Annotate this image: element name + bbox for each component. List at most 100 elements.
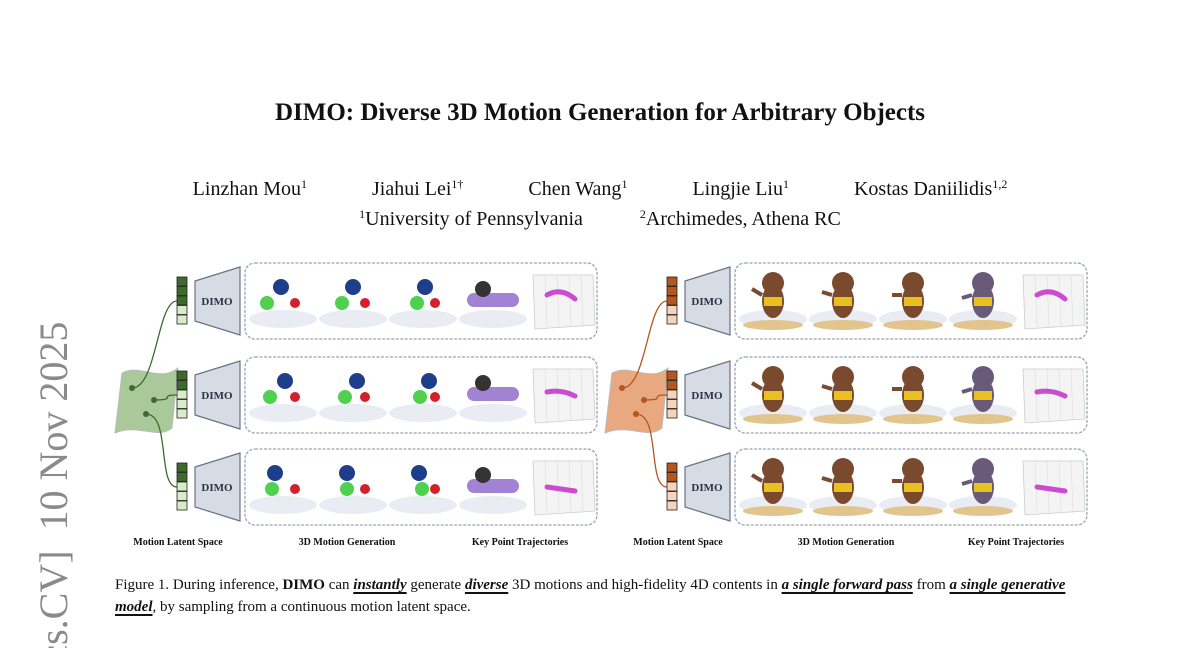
- latent-vector-cell: [176, 500, 188, 511]
- author-sup: 1,2: [992, 177, 1008, 191]
- latent-sample-point: [619, 385, 625, 391]
- author-name: Chen Wang: [528, 178, 622, 200]
- latent-vector-cell: [666, 500, 678, 511]
- latent-vector-cell: [666, 305, 678, 315]
- plot-gridline: [1034, 368, 1038, 422]
- latent-vector-cell: [666, 314, 678, 325]
- surfboard: [743, 320, 803, 330]
- latent-sample-point: [633, 411, 639, 417]
- latent-vector-cell: [666, 399, 678, 409]
- plot-gridline: [1058, 460, 1062, 514]
- author-sup: 1: [621, 177, 628, 191]
- surfboard: [743, 414, 803, 424]
- author-sup: 1: [782, 177, 789, 191]
- plot-gridline: [580, 274, 584, 328]
- trajectory-curve: [544, 289, 578, 302]
- raccoon-vest: [764, 483, 782, 492]
- dimo-label: DIMO: [691, 390, 723, 402]
- sphere-blue: [411, 465, 427, 481]
- raccoon-vest: [764, 391, 782, 400]
- figure-label: 3D Motion Generation: [298, 537, 396, 548]
- surfboard: [743, 506, 803, 516]
- plot-gridline: [544, 274, 548, 328]
- author-sup: 1†: [451, 177, 464, 191]
- raccoon-head: [972, 272, 994, 294]
- raccoon-head: [762, 458, 784, 480]
- plot-gridline: [544, 368, 548, 422]
- surfboard: [813, 506, 873, 516]
- plot-gridline: [568, 460, 572, 514]
- trajectory-3d-plot: [1022, 368, 1086, 424]
- ground-disc: [249, 496, 317, 514]
- raccoon-vest: [904, 483, 922, 492]
- raccoon-head: [832, 366, 854, 388]
- raccoon-arm: [750, 287, 764, 297]
- trajectory-curve: [1034, 289, 1068, 302]
- figure-label: 3D Motion Generation: [797, 537, 895, 548]
- plot-gridline: [568, 274, 572, 328]
- sphere-blue: [273, 279, 289, 295]
- trajectory-overlay: [467, 479, 519, 493]
- dimo-decoder-block: [684, 266, 731, 336]
- dimo-label: DIMO: [201, 482, 233, 494]
- sphere-green: [265, 482, 279, 496]
- latent-space-blob: [114, 366, 179, 434]
- sphere-green: [263, 390, 277, 404]
- ground-disc: [459, 310, 527, 328]
- caption-text: can: [324, 577, 354, 593]
- dimo-label: DIMO: [201, 296, 233, 308]
- sphere-green: [415, 482, 429, 496]
- ground-disc: [249, 310, 317, 328]
- sphere-red: [430, 298, 440, 308]
- ground-disc: [389, 496, 457, 514]
- sphere-blue: [345, 279, 361, 295]
- affiliation: 1University of Pennsylvania: [359, 208, 583, 230]
- raccoon-arm: [821, 290, 833, 297]
- sphere-red: [360, 392, 370, 402]
- raccoon-arm: [821, 476, 833, 483]
- caption-emphasis: instantly: [353, 577, 407, 593]
- latent-sample-arrow: [621, 300, 668, 389]
- latent-vector-cell: [176, 462, 188, 473]
- latent-vector-cell: [666, 389, 678, 400]
- sphere-blue: [417, 279, 433, 295]
- sphere-red: [430, 392, 440, 402]
- sphere-green: [413, 390, 427, 404]
- latent-sample-arrow: [635, 413, 668, 488]
- latent-vector-cell: [666, 462, 678, 473]
- latent-sample-point: [129, 385, 135, 391]
- raccoon-head: [972, 366, 994, 388]
- raccoon-vest: [974, 391, 992, 400]
- trajectory-3d-plot: [1022, 274, 1086, 330]
- author: Lingjie Liu1: [692, 178, 789, 200]
- sphere-red: [290, 484, 300, 494]
- dimo-decoder-block: [684, 360, 731, 430]
- raccoon-vest: [834, 297, 852, 306]
- raccoon-vest: [834, 483, 852, 492]
- raccoon-vest: [904, 391, 922, 400]
- author: Chen Wang1: [528, 178, 627, 200]
- surfboard: [813, 414, 873, 424]
- author-name: Lingjie Liu: [692, 178, 783, 200]
- caption-emphasis: a single forward pass: [781, 577, 913, 593]
- latent-vector-cell: [666, 370, 678, 381]
- raccoon-head: [762, 272, 784, 294]
- author: Jiahui Lei1†: [372, 178, 463, 200]
- trajectory-overlay: [467, 387, 519, 401]
- figure-label: Key Point Trajectories: [967, 537, 1065, 548]
- surfboard: [953, 506, 1013, 516]
- sphere-green: [410, 296, 424, 310]
- affil-name: University of Pennsylvania: [365, 208, 583, 230]
- raccoon-arm: [961, 387, 973, 394]
- raccoon-head: [762, 366, 784, 388]
- caption-text: 3D motions and high-fidelity 4D contents…: [508, 577, 782, 593]
- author-name: Linzhan Mou: [192, 178, 301, 200]
- sphere-red: [360, 484, 370, 494]
- sphere-green: [340, 482, 354, 496]
- ground-disc: [459, 404, 527, 422]
- dimo-decoder-block: [194, 266, 241, 336]
- plot-gridline: [1046, 274, 1050, 328]
- latent-vector-cell: [666, 295, 678, 306]
- affil-sup: 2: [639, 207, 646, 221]
